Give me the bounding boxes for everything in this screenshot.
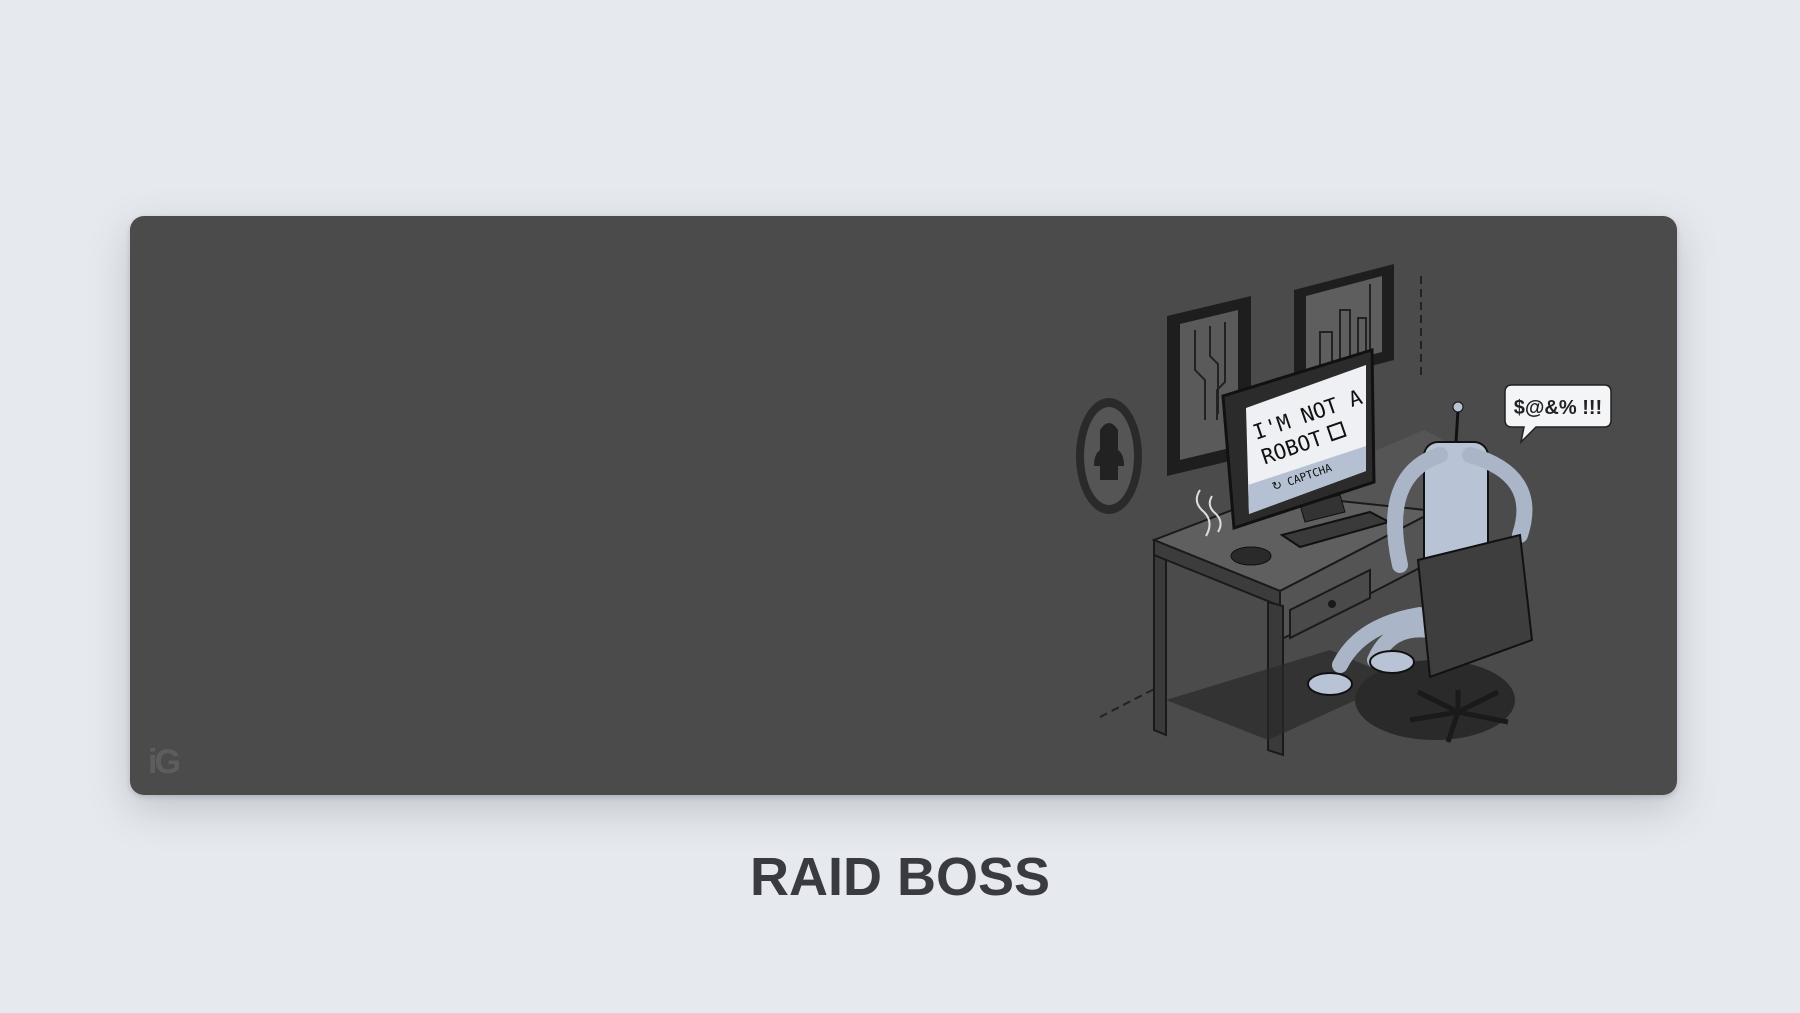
desk-mat-preview: iG [130,216,1677,795]
brand-logo: iG [148,743,181,781]
product-title: RAID BOSS [749,847,1051,907]
